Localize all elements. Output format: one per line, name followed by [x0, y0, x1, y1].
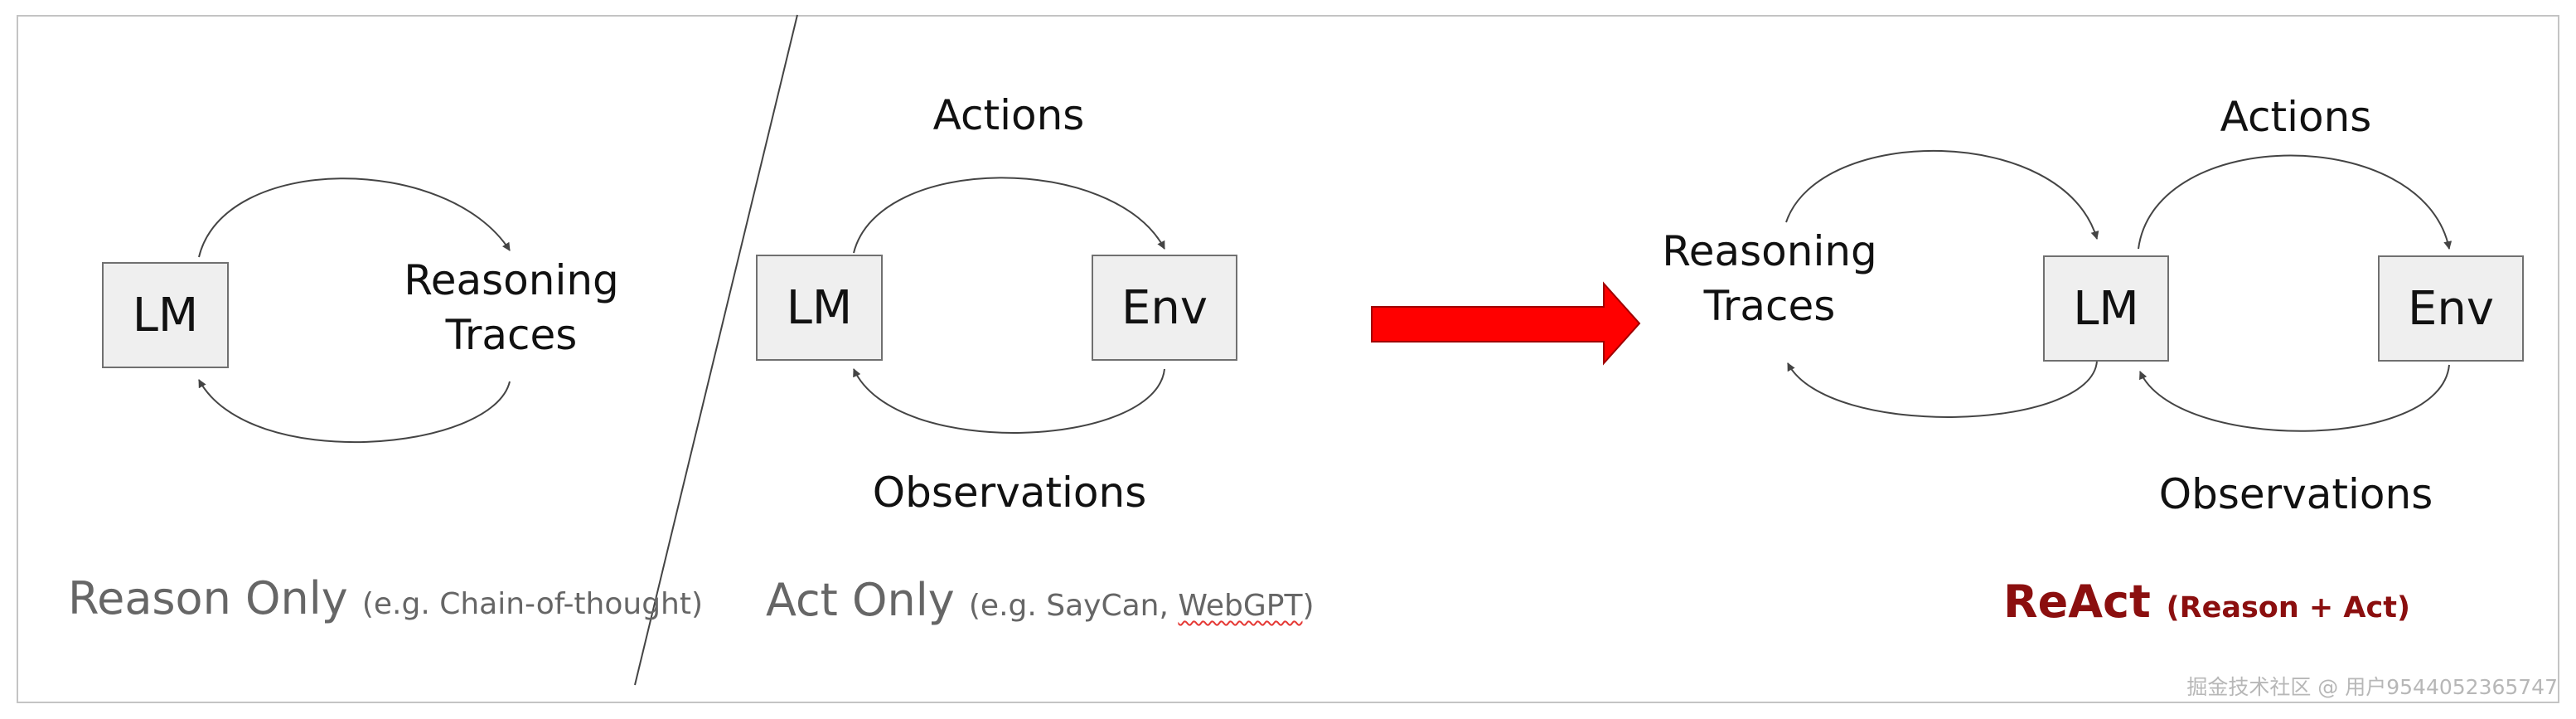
react-observations-label: Observations [2158, 470, 2433, 518]
transition-arrow [1371, 281, 1641, 366]
react-traces-line: Traces [1703, 282, 1836, 330]
reason-only-lm-label: LM [132, 288, 199, 342]
traces-line: Traces [445, 311, 578, 359]
lm-to-reasoning-arrow [198, 177, 511, 258]
reason-only-lm-box: LM [102, 262, 229, 368]
act-only-caption: Act Only (e.g. SayCan, WebGPT) [766, 574, 1315, 626]
react-caption-note: (Reason + Act) [2166, 591, 2410, 624]
react-caption-title: ReAct [2003, 576, 2151, 628]
env-to-lm-observation-arrow-react [2139, 364, 2450, 432]
react-reasoning-traces-label: Reasoning Traces [1662, 224, 1877, 333]
reason-only-caption-note: (e.g. Chain-of-thought) [361, 587, 704, 621]
reason-only-reasoning-traces-label: Reasoning Traces [404, 253, 619, 362]
lm-to-reasoning-arrow-react [1787, 360, 2098, 418]
diagram-frame [17, 15, 2559, 703]
act-only-caption-note: (e.g. SayCan, WebGPT) [969, 589, 1315, 623]
panel-divider [634, 14, 798, 686]
act-only-env-box: Env [1092, 255, 1237, 361]
act-only-caption-note-webgpt: WebGPT [1178, 589, 1303, 623]
reasoning-line: Reasoning [404, 256, 619, 304]
reasoning-to-lm-arrow [198, 379, 511, 444]
react-reasoning-line: Reasoning [1662, 227, 1877, 275]
act-only-env-label: Env [1121, 280, 1208, 335]
reason-only-caption: Reason Only (e.g. Chain-of-thought) [68, 572, 703, 624]
reasoning-to-lm-arrow-react [1785, 150, 2099, 240]
lm-to-env-action-arrow-react [2138, 154, 2453, 250]
watermark: 掘金技术社区 @ 用户9544052365747 [2186, 675, 2558, 699]
act-only-actions-label: Actions [932, 91, 1085, 139]
react-caption: ReAct (Reason + Act) [2003, 576, 2410, 628]
act-only-observations-label: Observations [872, 469, 1147, 517]
act-only-caption-note-suffix: ) [1302, 589, 1315, 623]
act-only-lm-box: LM [756, 255, 883, 361]
act-only-lm-label: LM [786, 280, 853, 335]
act-only-caption-title: Act Only [766, 574, 955, 626]
reason-only-caption-title: Reason Only [68, 572, 348, 624]
lm-to-env-action-arrow [853, 177, 1165, 254]
react-env-box: Env [2378, 255, 2524, 362]
react-actions-label: Actions [2220, 93, 2372, 141]
react-lm-label: LM [2073, 281, 2139, 336]
react-lm-box: LM [2043, 255, 2169, 362]
react-env-label: Env [2407, 281, 2494, 336]
act-only-caption-note-prefix: (e.g. SayCan, [968, 589, 1179, 623]
env-to-lm-observation-arrow [853, 368, 1165, 434]
